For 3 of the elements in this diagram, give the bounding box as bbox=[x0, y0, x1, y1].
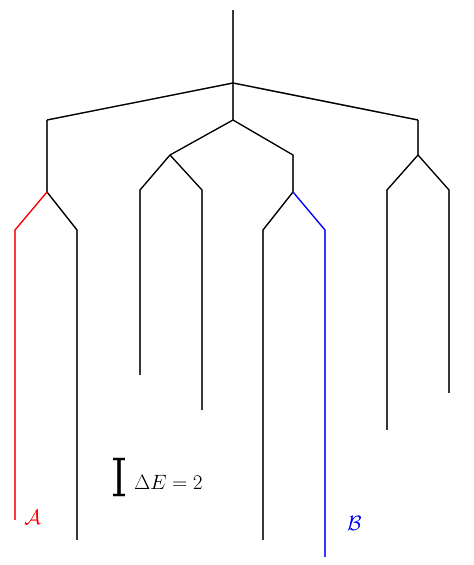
leaf-label: $\mathcal{A}$ bbox=[24, 509, 41, 526]
leaf-label: $\mathcal{B}$ bbox=[348, 515, 361, 530]
scale-label: $\Delta E = 2$ bbox=[134, 474, 202, 489]
